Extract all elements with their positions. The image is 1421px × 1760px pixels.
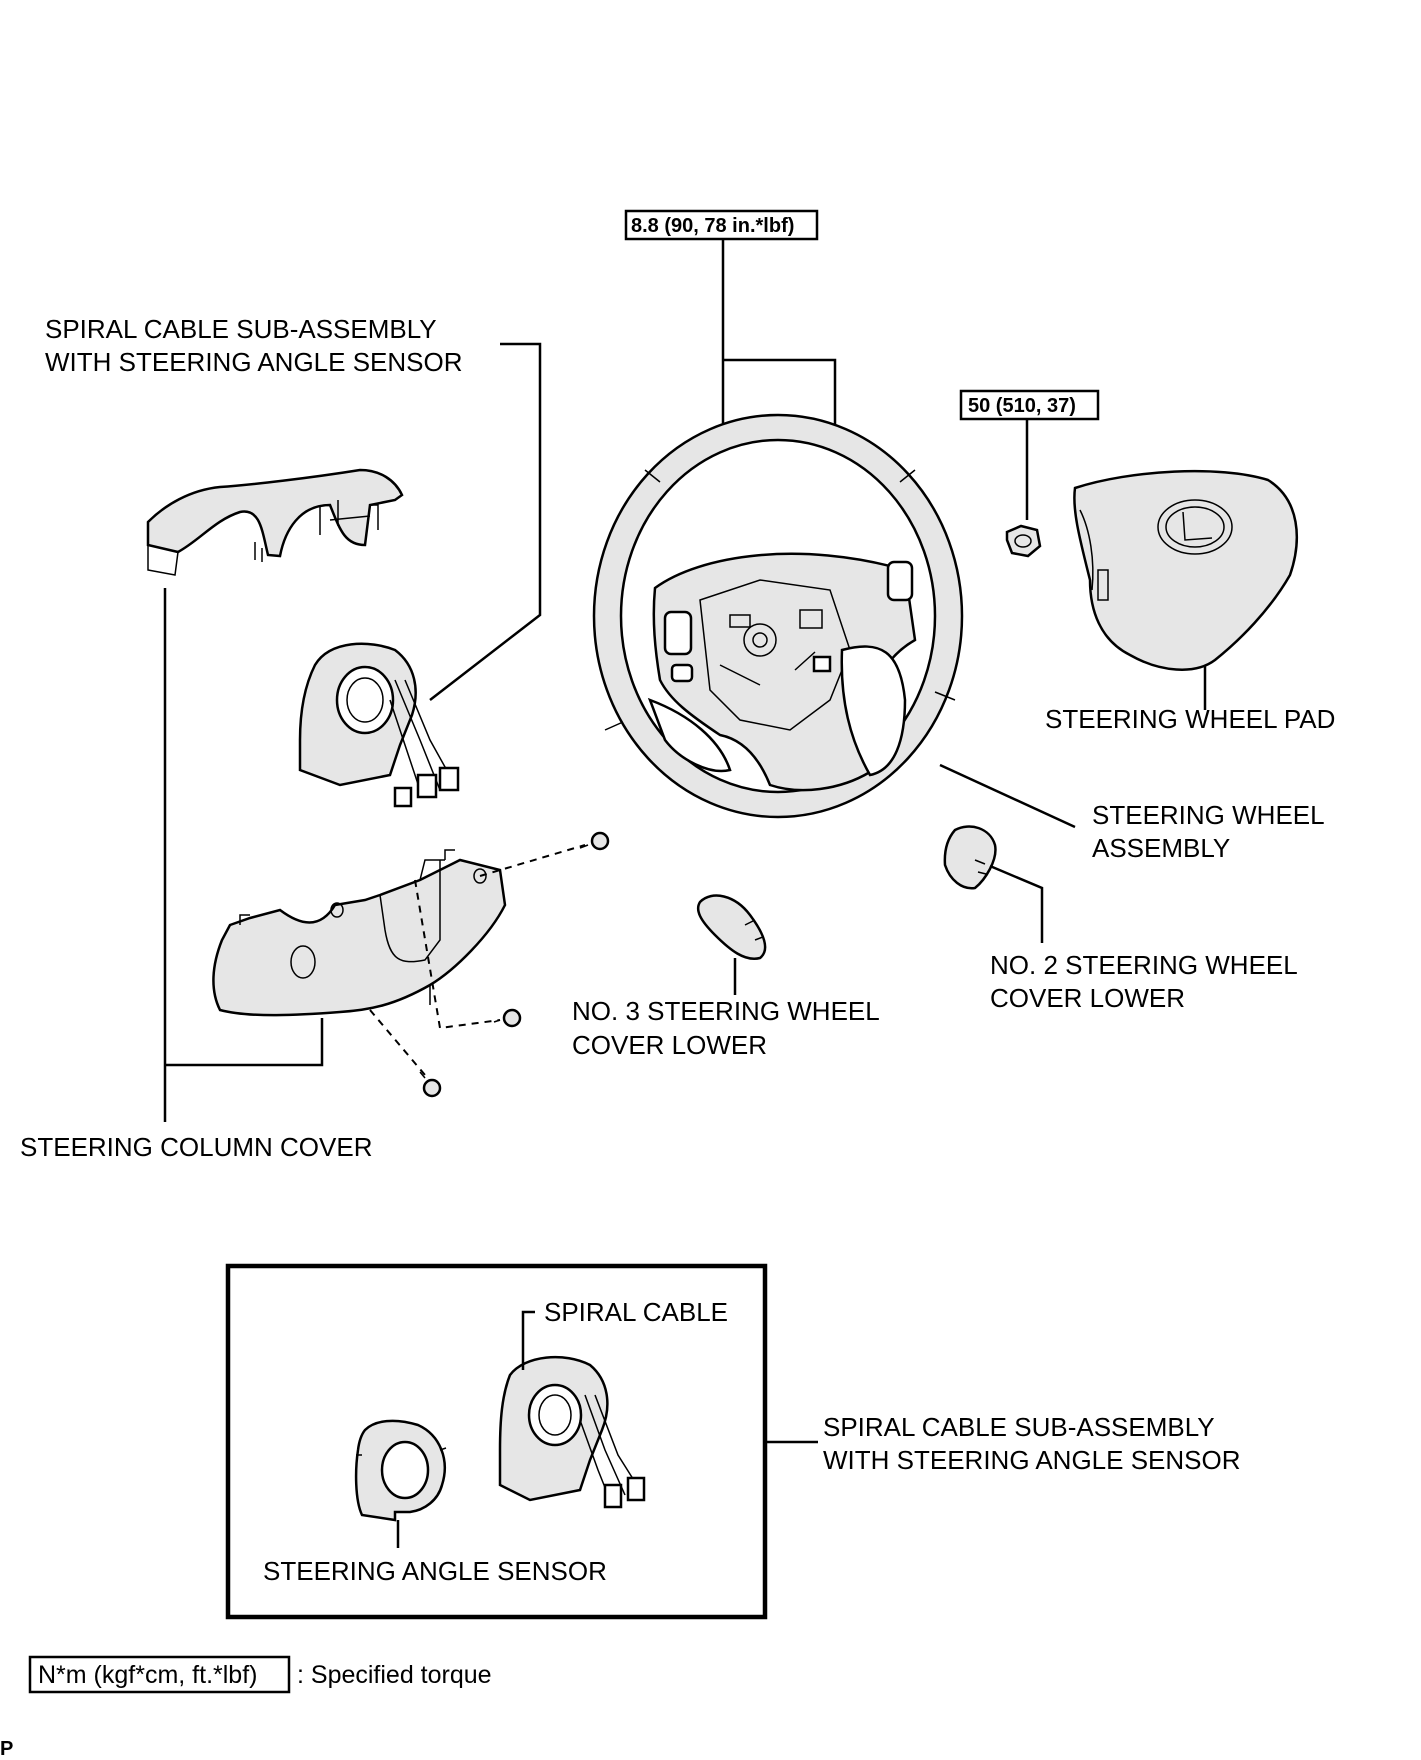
upper-column-cover-drawing bbox=[146, 468, 404, 576]
steering-wheel-assembly-drawing bbox=[592, 413, 964, 819]
label-inset-spiral-cable: SPIRAL CABLE bbox=[544, 1297, 728, 1327]
label-inset-sub-assembly-line2: WITH STEERING ANGLE SENSOR bbox=[823, 1445, 1241, 1475]
label-steering-wheel-pad: STEERING WHEEL PAD bbox=[1045, 704, 1335, 734]
corner-mark: P bbox=[0, 1738, 13, 1760]
torque-legend: N*m (kgf*cm, ft.*lbf) : Specified torque bbox=[28, 1655, 492, 1694]
legend-torque-box bbox=[28, 1655, 291, 1694]
legend-description: : Specified torque bbox=[297, 1661, 492, 1689]
label-no3-cover-lower-line1: NO. 3 STEERING WHEEL bbox=[572, 996, 880, 1026]
no2-cover-lower-drawing bbox=[943, 825, 997, 890]
torque-spec-wheel-nut: 8.8 (90, 78 in.*lbf) bbox=[624, 209, 819, 241]
steering-wheel-pad-drawing bbox=[1073, 469, 1299, 671]
no3-cover-lower-drawing bbox=[696, 894, 767, 961]
svg-text:50 (510, 37): 50 (510, 37) bbox=[968, 395, 1076, 417]
column-cover-screws bbox=[369, 831, 610, 1098]
inset-frame bbox=[225, 1263, 768, 1620]
label-inset-steering-angle-sensor: STEERING ANGLE SENSOR bbox=[263, 1556, 607, 1586]
label-inset-sub-assembly-line1: SPIRAL CABLE SUB-ASSEMBLY bbox=[823, 1412, 1215, 1442]
label-steering-wheel-assembly-line2: ASSEMBLY bbox=[1092, 833, 1230, 863]
pad-nut-drawing bbox=[1005, 524, 1042, 558]
label-no2-cover-lower-line2: COVER LOWER bbox=[990, 983, 1185, 1013]
leader-spiral-cable-sub-assembly-top bbox=[429, 342, 542, 701]
label-no2-cover-lower-line1: NO. 2 STEERING WHEEL bbox=[990, 950, 1298, 980]
label-spiral-cable-line2: WITH STEERING ANGLE SENSOR bbox=[45, 347, 463, 377]
lower-column-cover-drawing bbox=[212, 849, 507, 1017]
inset-steering-angle-sensor-drawing bbox=[354, 1419, 447, 1522]
label-steering-wheel-assembly-line1: STEERING WHEEL bbox=[1092, 800, 1325, 830]
label-spiral-cable-line1: SPIRAL CABLE SUB-ASSEMBLY bbox=[45, 314, 437, 344]
leader-inset-spiral-cable bbox=[521, 1310, 535, 1370]
label-no3-cover-lower-line2: COVER LOWER bbox=[572, 1030, 767, 1060]
torque-spec-pad-nut: 50 (510, 37) bbox=[959, 389, 1100, 421]
leader-steering-column-cover bbox=[163, 588, 324, 1122]
label-steering-column-cover: STEERING COLUMN COVER bbox=[20, 1132, 373, 1162]
svg-text:8.8 (90, 78 in.*lbf): 8.8 (90, 78 in.*lbf) bbox=[631, 215, 794, 237]
inset-spiral-cable-drawing bbox=[498, 1355, 646, 1509]
spiral-cable-upper-drawing bbox=[298, 642, 460, 808]
leader-no2-cover-lower bbox=[989, 864, 1044, 943]
legend-box-text: N*m (kgf*cm, ft.*lbf) bbox=[38, 1661, 257, 1689]
leader-steering-wheel-assembly bbox=[939, 763, 1076, 829]
